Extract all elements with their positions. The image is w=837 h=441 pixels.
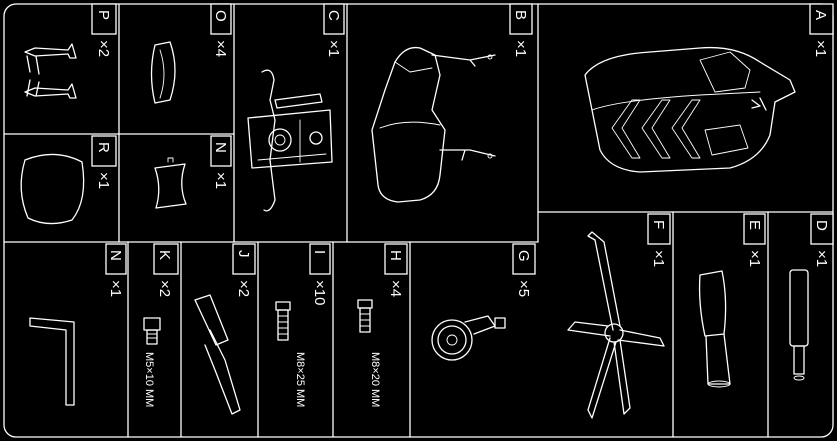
part-quantity: ×1 (212, 172, 229, 189)
part-a: A ×1 (585, 4, 833, 172)
pins-illustration (25, 44, 76, 98)
part-letter: G (515, 250, 532, 262)
part-quantity: ×5 (515, 280, 532, 297)
part-letter: K (156, 250, 173, 260)
part-c: C ×1 (248, 4, 344, 211)
part-quantity: ×1 (650, 250, 667, 267)
mechanism-illustration (248, 70, 332, 211)
part-spec: M8×25 MM (294, 352, 306, 407)
part-letter: N (212, 142, 229, 153)
bolt-illustration (358, 300, 372, 332)
part-quantity: ×1 (813, 250, 830, 267)
part-quantity: ×1 (95, 172, 112, 189)
part-quantity: ×2 (95, 40, 112, 57)
ring-illustration (152, 42, 176, 103)
part-spec: M5×10 MM (143, 352, 155, 407)
part-letter: D (813, 220, 830, 231)
part-quantity: ×1 (746, 250, 763, 267)
part-letter: C (325, 10, 342, 21)
allen-key-illustration (30, 318, 74, 405)
part-n: N ×1 (30, 244, 126, 405)
backrest-illustration (372, 48, 495, 202)
part-k: K ×2 M5×10 MM (143, 244, 178, 407)
part-p: P ×2 (25, 4, 116, 98)
screw-illustration (144, 318, 160, 344)
part-letter: R (95, 142, 112, 153)
part-letter: N (107, 250, 124, 261)
part-i: I ×10 M8×25 MM (276, 244, 330, 407)
base-illustration (568, 232, 664, 418)
part-quantity: ×2 (235, 280, 252, 297)
part-q: N ×1 (155, 136, 231, 208)
part-letter: F (650, 220, 667, 229)
part-letter: A (812, 10, 829, 20)
part-quantity: ×1 (325, 40, 342, 57)
gas-lift-illustration (790, 270, 808, 380)
part-e: E ×1 (700, 214, 765, 387)
part-quantity: ×1 (512, 40, 529, 57)
part-quantity: ×2 (156, 280, 173, 297)
armrest-illustration (195, 295, 240, 414)
cover-illustration (700, 271, 730, 387)
part-quantity: ×4 (212, 40, 229, 57)
clip-illustration (155, 158, 186, 208)
bolt-illustration (276, 302, 290, 340)
part-quantity: ×10 (311, 280, 328, 305)
part-letter: O (212, 10, 229, 22)
part-r: R ×1 (21, 136, 116, 224)
caster-illustration (432, 316, 505, 360)
part-h: H ×4 M8×20 MM (358, 244, 407, 407)
part-b: B ×1 (372, 4, 532, 202)
cushion-illustration (21, 154, 83, 223)
part-d: D ×1 (790, 214, 833, 380)
part-g: G ×5 (432, 244, 535, 360)
part-j: J ×2 (195, 244, 255, 414)
part-o: O ×4 (152, 4, 232, 103)
grid-lines (4, 4, 833, 437)
part-f: F ×1 (568, 214, 670, 418)
part-quantity: ×4 (387, 280, 404, 297)
part-letter: J (235, 250, 252, 258)
seat-illustration (585, 48, 795, 172)
part-quantity: ×1 (107, 280, 124, 297)
part-spec: M8×20 MM (369, 352, 381, 407)
part-quantity: ×1 (812, 40, 829, 57)
part-letter: B (512, 10, 529, 20)
part-letter: I (311, 250, 328, 254)
part-letter: E (746, 220, 763, 230)
part-letter: H (387, 250, 404, 261)
part-letter: P (95, 10, 112, 20)
